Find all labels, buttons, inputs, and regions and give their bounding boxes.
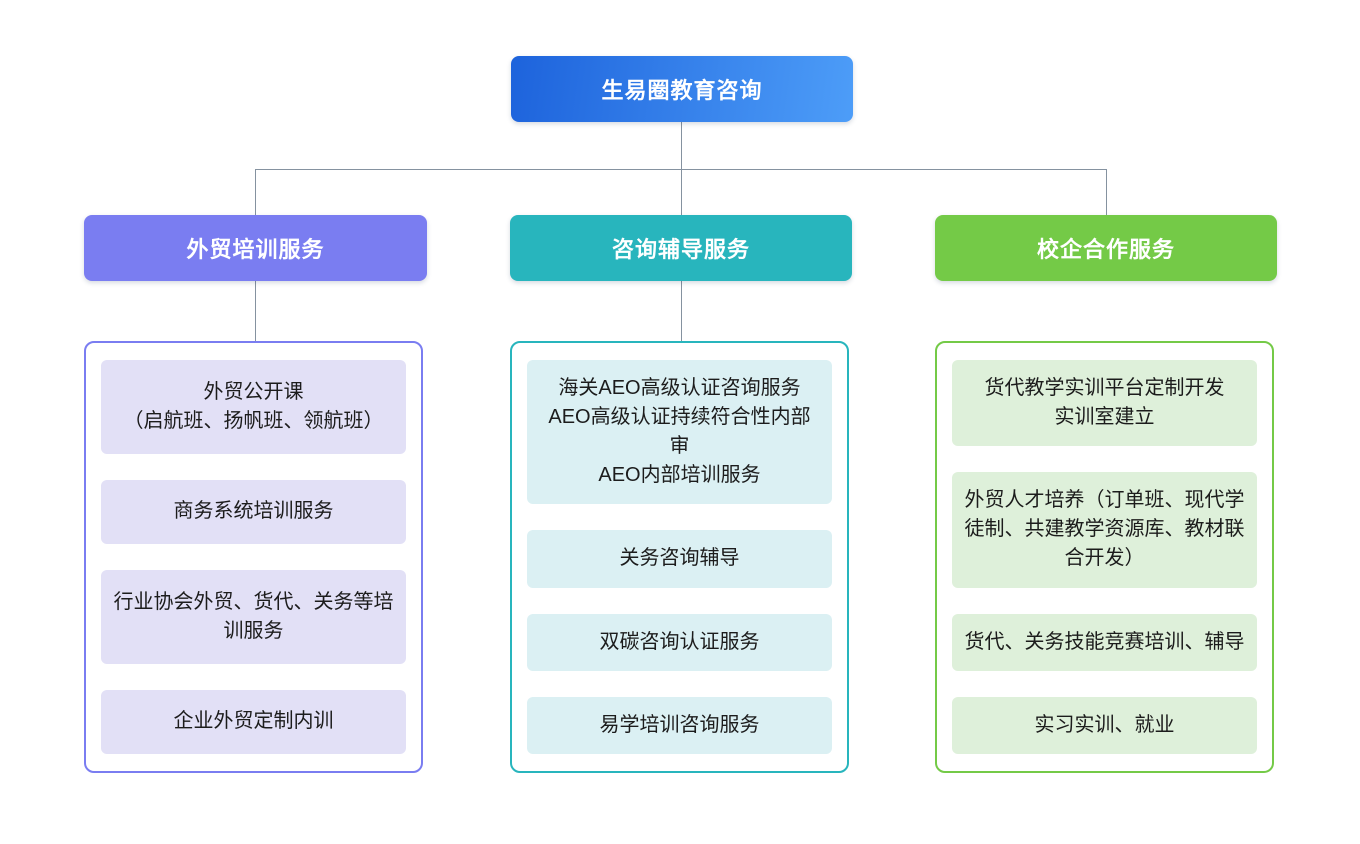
- connector-root-drop: [681, 122, 682, 169]
- item-talent-cultivation: 外贸人才培养（订单班、现代学徒制、共建教学资源库、教材联合开发）: [952, 472, 1257, 588]
- connector-branch1-to-group: [255, 281, 256, 341]
- item-open-course: 外贸公开课 （启航班、扬帆班、领航班）: [101, 360, 406, 454]
- branch-header-trade-training: 外贸培训服务: [84, 215, 427, 281]
- item-association-training: 行业协会外贸、货代、关务等培训服务: [101, 570, 406, 664]
- group-trade-training: 外贸公开课 （启航班、扬帆班、领航班） 商务系统培训服务 行业协会外贸、货代、关…: [84, 341, 423, 773]
- item-training-platform: 货代教学实训平台定制开发 实训室建立: [952, 360, 1257, 447]
- connector-branch3-drop: [1106, 169, 1107, 215]
- item-customs-consulting: 关务咨询辅导: [527, 530, 832, 588]
- item-dual-carbon: 双碳咨询认证服务: [527, 613, 832, 671]
- item-business-system-training: 商务系统培训服务: [101, 479, 406, 544]
- group-consulting: 海关AEO高级认证咨询服务 AEO高级认证持续符合性内部审 AEO内部培训服务 …: [510, 341, 849, 773]
- group-school-enterprise: 货代教学实训平台定制开发 实训室建立 外贸人才培养（订单班、现代学徒制、共建教学…: [935, 341, 1274, 773]
- item-enterprise-custom-training: 企业外贸定制内训: [101, 689, 406, 754]
- item-skills-competition: 货代、关务技能竞赛培训、辅导: [952, 613, 1257, 671]
- connector-branch1-drop: [255, 169, 256, 215]
- item-yixue-training: 易学培训咨询服务: [527, 696, 832, 754]
- connector-branch2-to-group: [681, 281, 682, 341]
- branch-header-school-enterprise: 校企合作服务: [935, 215, 1277, 281]
- item-internship-employment: 实习实训、就业: [952, 696, 1257, 754]
- item-aeo-certification: 海关AEO高级认证咨询服务 AEO高级认证持续符合性内部审 AEO内部培训服务: [527, 360, 832, 505]
- root-node: 生易圈教育咨询: [511, 56, 853, 122]
- connector-branch2-drop: [681, 169, 682, 215]
- branch-header-consulting: 咨询辅导服务: [510, 215, 852, 281]
